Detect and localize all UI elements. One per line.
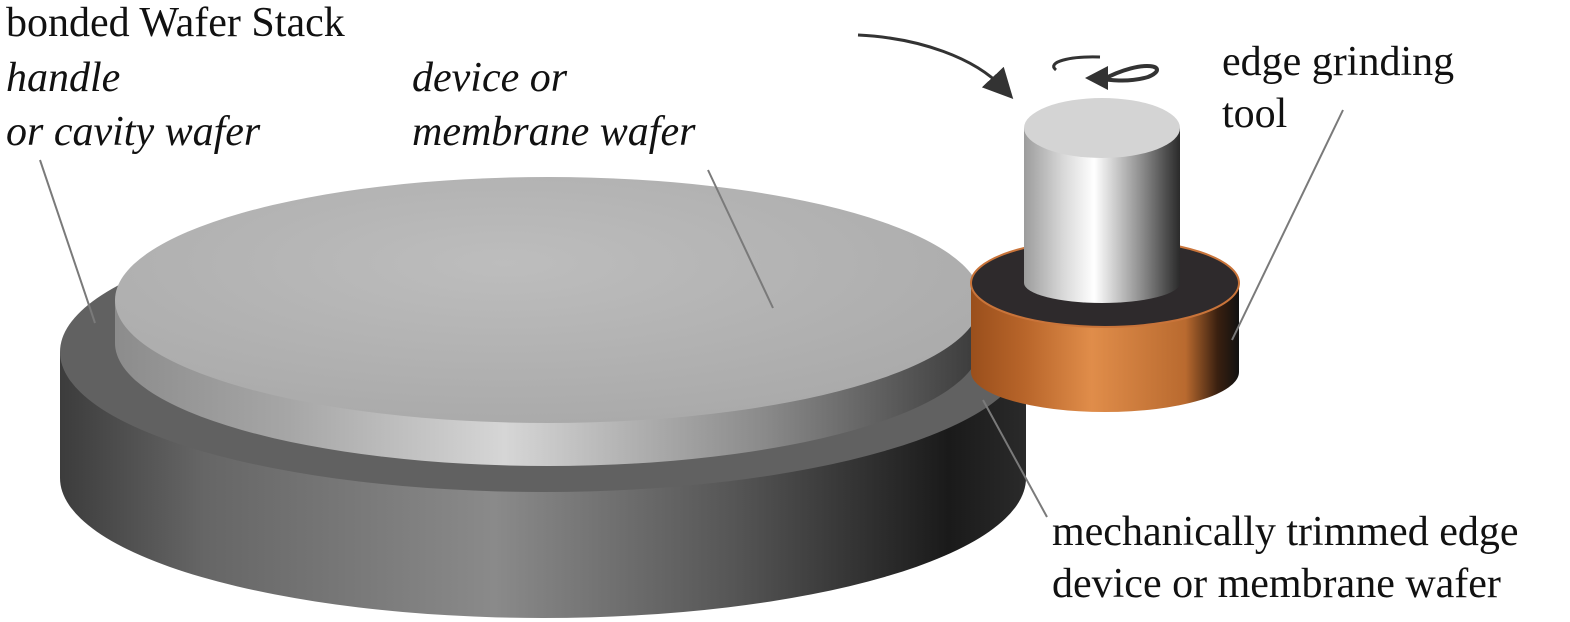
grinding-tool-label-line1: edge grinding (1222, 39, 1455, 85)
handle-wafer-label-line1: handle (6, 55, 121, 101)
leader-lines (39, 109, 1344, 518)
trim-leader (982, 399, 1048, 518)
device-wafer (115, 177, 981, 466)
device-wafer-top (115, 177, 981, 423)
trimmed-edge-label-line2: device or membrane wafer (1052, 561, 1501, 607)
device-wafer-label-line1: device or (412, 55, 568, 101)
handle-leader (39, 159, 96, 324)
device-leader (707, 169, 774, 309)
tool-spindle (1024, 128, 1180, 303)
tool-spindle-top (1024, 98, 1180, 158)
grinding-tool-label-line2: tool (1222, 91, 1288, 137)
edge-grinding-tool (970, 98, 1240, 412)
rotation-arrow-icon (1052, 55, 1159, 90)
handle-wafer-label-line2: or cavity wafer (6, 109, 261, 155)
stack-title-label: bonded Wafer Stack (6, 0, 345, 46)
device-wafer-label-line2: membrane wafer (412, 109, 696, 155)
trimmed-edge-label-line1: mechanically trimmed edge (1052, 509, 1519, 555)
approach-arrow-icon (857, 33, 1014, 99)
tool-leader (1231, 109, 1344, 341)
